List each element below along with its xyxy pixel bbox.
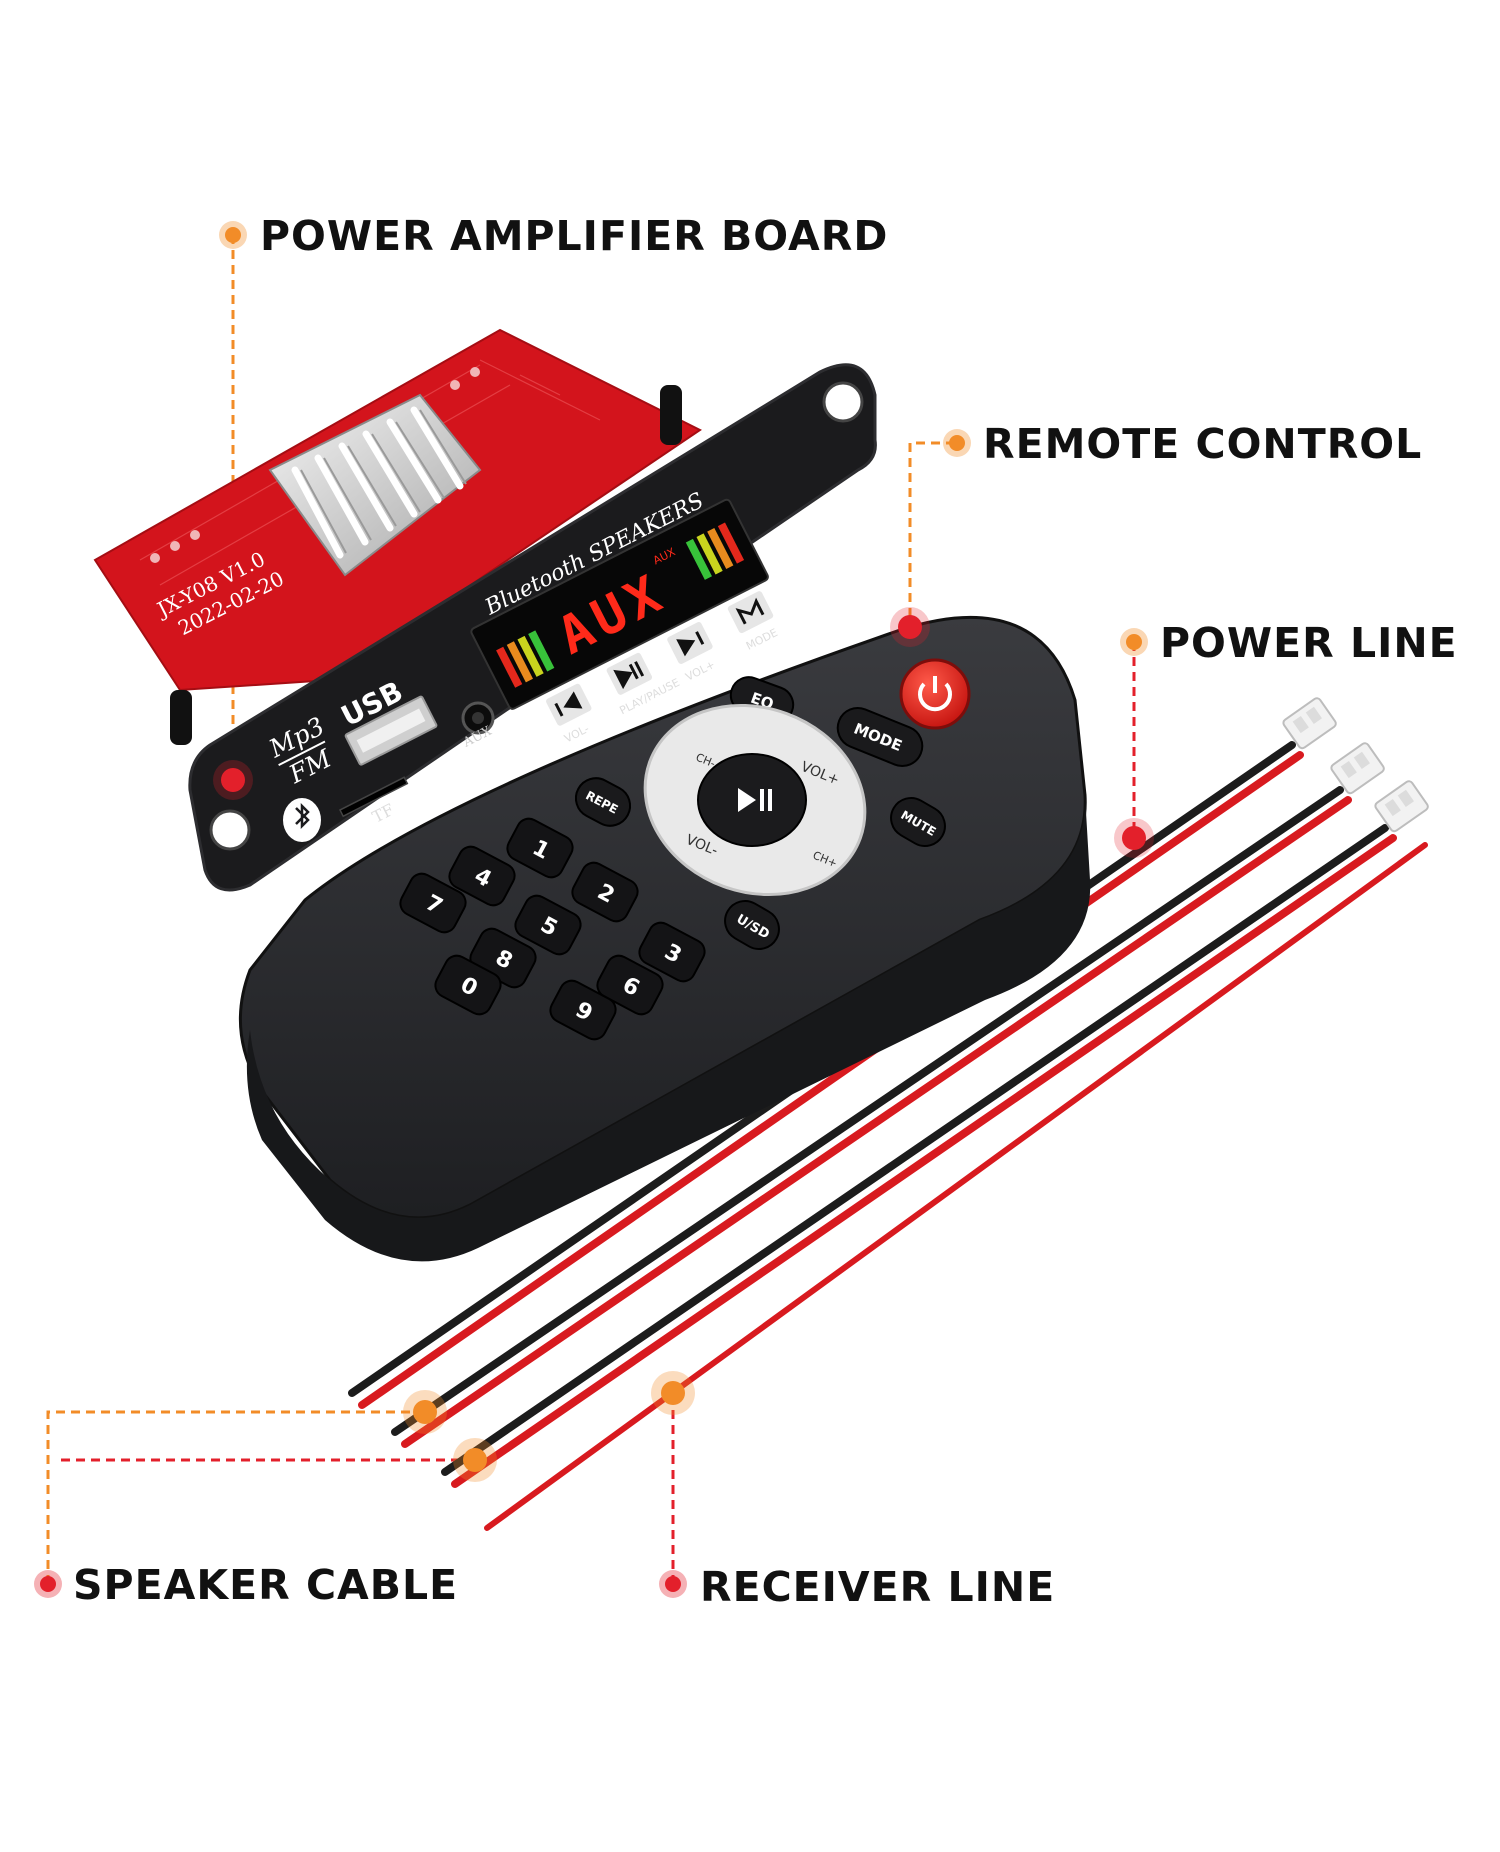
- mount-hole-left: [209, 809, 251, 851]
- remote-mode-button[interactable]: MODE: [832, 702, 929, 772]
- remote-repe-button[interactable]: REPE: [569, 771, 637, 833]
- remote-shell: [246, 795, 1091, 1262]
- callout-remote-control: REMOTE CONTROL: [983, 420, 1423, 468]
- receiver-line-wire: [484, 842, 1428, 1531]
- callout-speaker-cable: SPEAKER CABLE: [73, 1561, 459, 1609]
- speaker-cable-red-wire-2: [451, 834, 1397, 1488]
- heatsink: [268, 393, 482, 577]
- callout-receiver-line: RECEIVER LINE: [700, 1563, 1056, 1611]
- speaker-cable-black-wire-2: [441, 824, 1389, 1476]
- bluetooth-icon: [283, 798, 321, 842]
- play-pause-icon: [613, 661, 645, 690]
- panel-pin-top: [660, 385, 682, 445]
- remote-key[interactable]: 6: [593, 951, 667, 1018]
- speaker-cable-black-wire-1: [391, 786, 1344, 1436]
- remote-key[interactable]: 7: [396, 869, 470, 936]
- vu-meter-right: [685, 522, 745, 580]
- panel-button-prev[interactable]: VOL-: [545, 683, 602, 746]
- remote-power-button[interactable]: [899, 658, 971, 730]
- power-icon: [918, 682, 952, 712]
- leader-speaker-cable-a: [46, 1410, 425, 1582]
- connector-3: [1374, 780, 1429, 833]
- power-line-red-wire: [358, 751, 1304, 1409]
- callout-power-line: POWER LINE: [1160, 619, 1458, 667]
- connector-1: [1282, 697, 1337, 750]
- callout-dots: [34, 221, 1154, 1598]
- connector-2: [1330, 742, 1385, 795]
- tf-label: TF: [369, 800, 397, 827]
- remote-usd-button[interactable]: U/SD: [718, 894, 786, 957]
- remote-mute-button[interactable]: MUTE: [884, 791, 952, 854]
- remote-key[interactable]: 3: [635, 918, 709, 985]
- wire-connectors: [1282, 697, 1429, 833]
- remote-key[interactable]: 2: [568, 858, 642, 925]
- vu-meter-left: [496, 630, 555, 688]
- remote-key[interactable]: 4: [445, 842, 519, 909]
- remote-control: EQ MODE REPE MUTE U/SD VOL+ VOL- CH- CH+: [238, 616, 1091, 1262]
- remote-key[interactable]: 5: [511, 891, 585, 958]
- remote-key[interactable]: 9: [546, 976, 620, 1043]
- panel-button-next[interactable]: VOL+: [666, 621, 723, 684]
- remote-key[interactable]: 1: [503, 814, 577, 881]
- panel-button-label: VOL-: [562, 722, 591, 745]
- panel-button-label: MODE: [744, 626, 780, 653]
- aux-jack[interactable]: AUX: [460, 701, 495, 751]
- panel-pin-bottom: [170, 690, 192, 745]
- speaker-cable-red-wire-1: [401, 796, 1352, 1448]
- previous-icon: [554, 691, 583, 717]
- callout-power-amplifier-board: POWER AMPLIFIER BOARD: [260, 212, 889, 260]
- remote-key[interactable]: 0: [431, 951, 505, 1018]
- leader-remote-control: [908, 441, 955, 625]
- power-amplifier-board: JX-Y08 V1.0 2022-02-20 Bluetooth SPEAKER…: [93, 328, 877, 892]
- panel-button-label: VOL+: [683, 658, 717, 684]
- panel-button-mode[interactable]: MODE: [727, 590, 784, 653]
- play-pause-icon: [738, 788, 756, 812]
- mode-icon: [735, 597, 765, 625]
- remote-center-button[interactable]: [697, 753, 807, 847]
- mount-hole-right: [822, 381, 864, 423]
- next-icon: [676, 631, 705, 657]
